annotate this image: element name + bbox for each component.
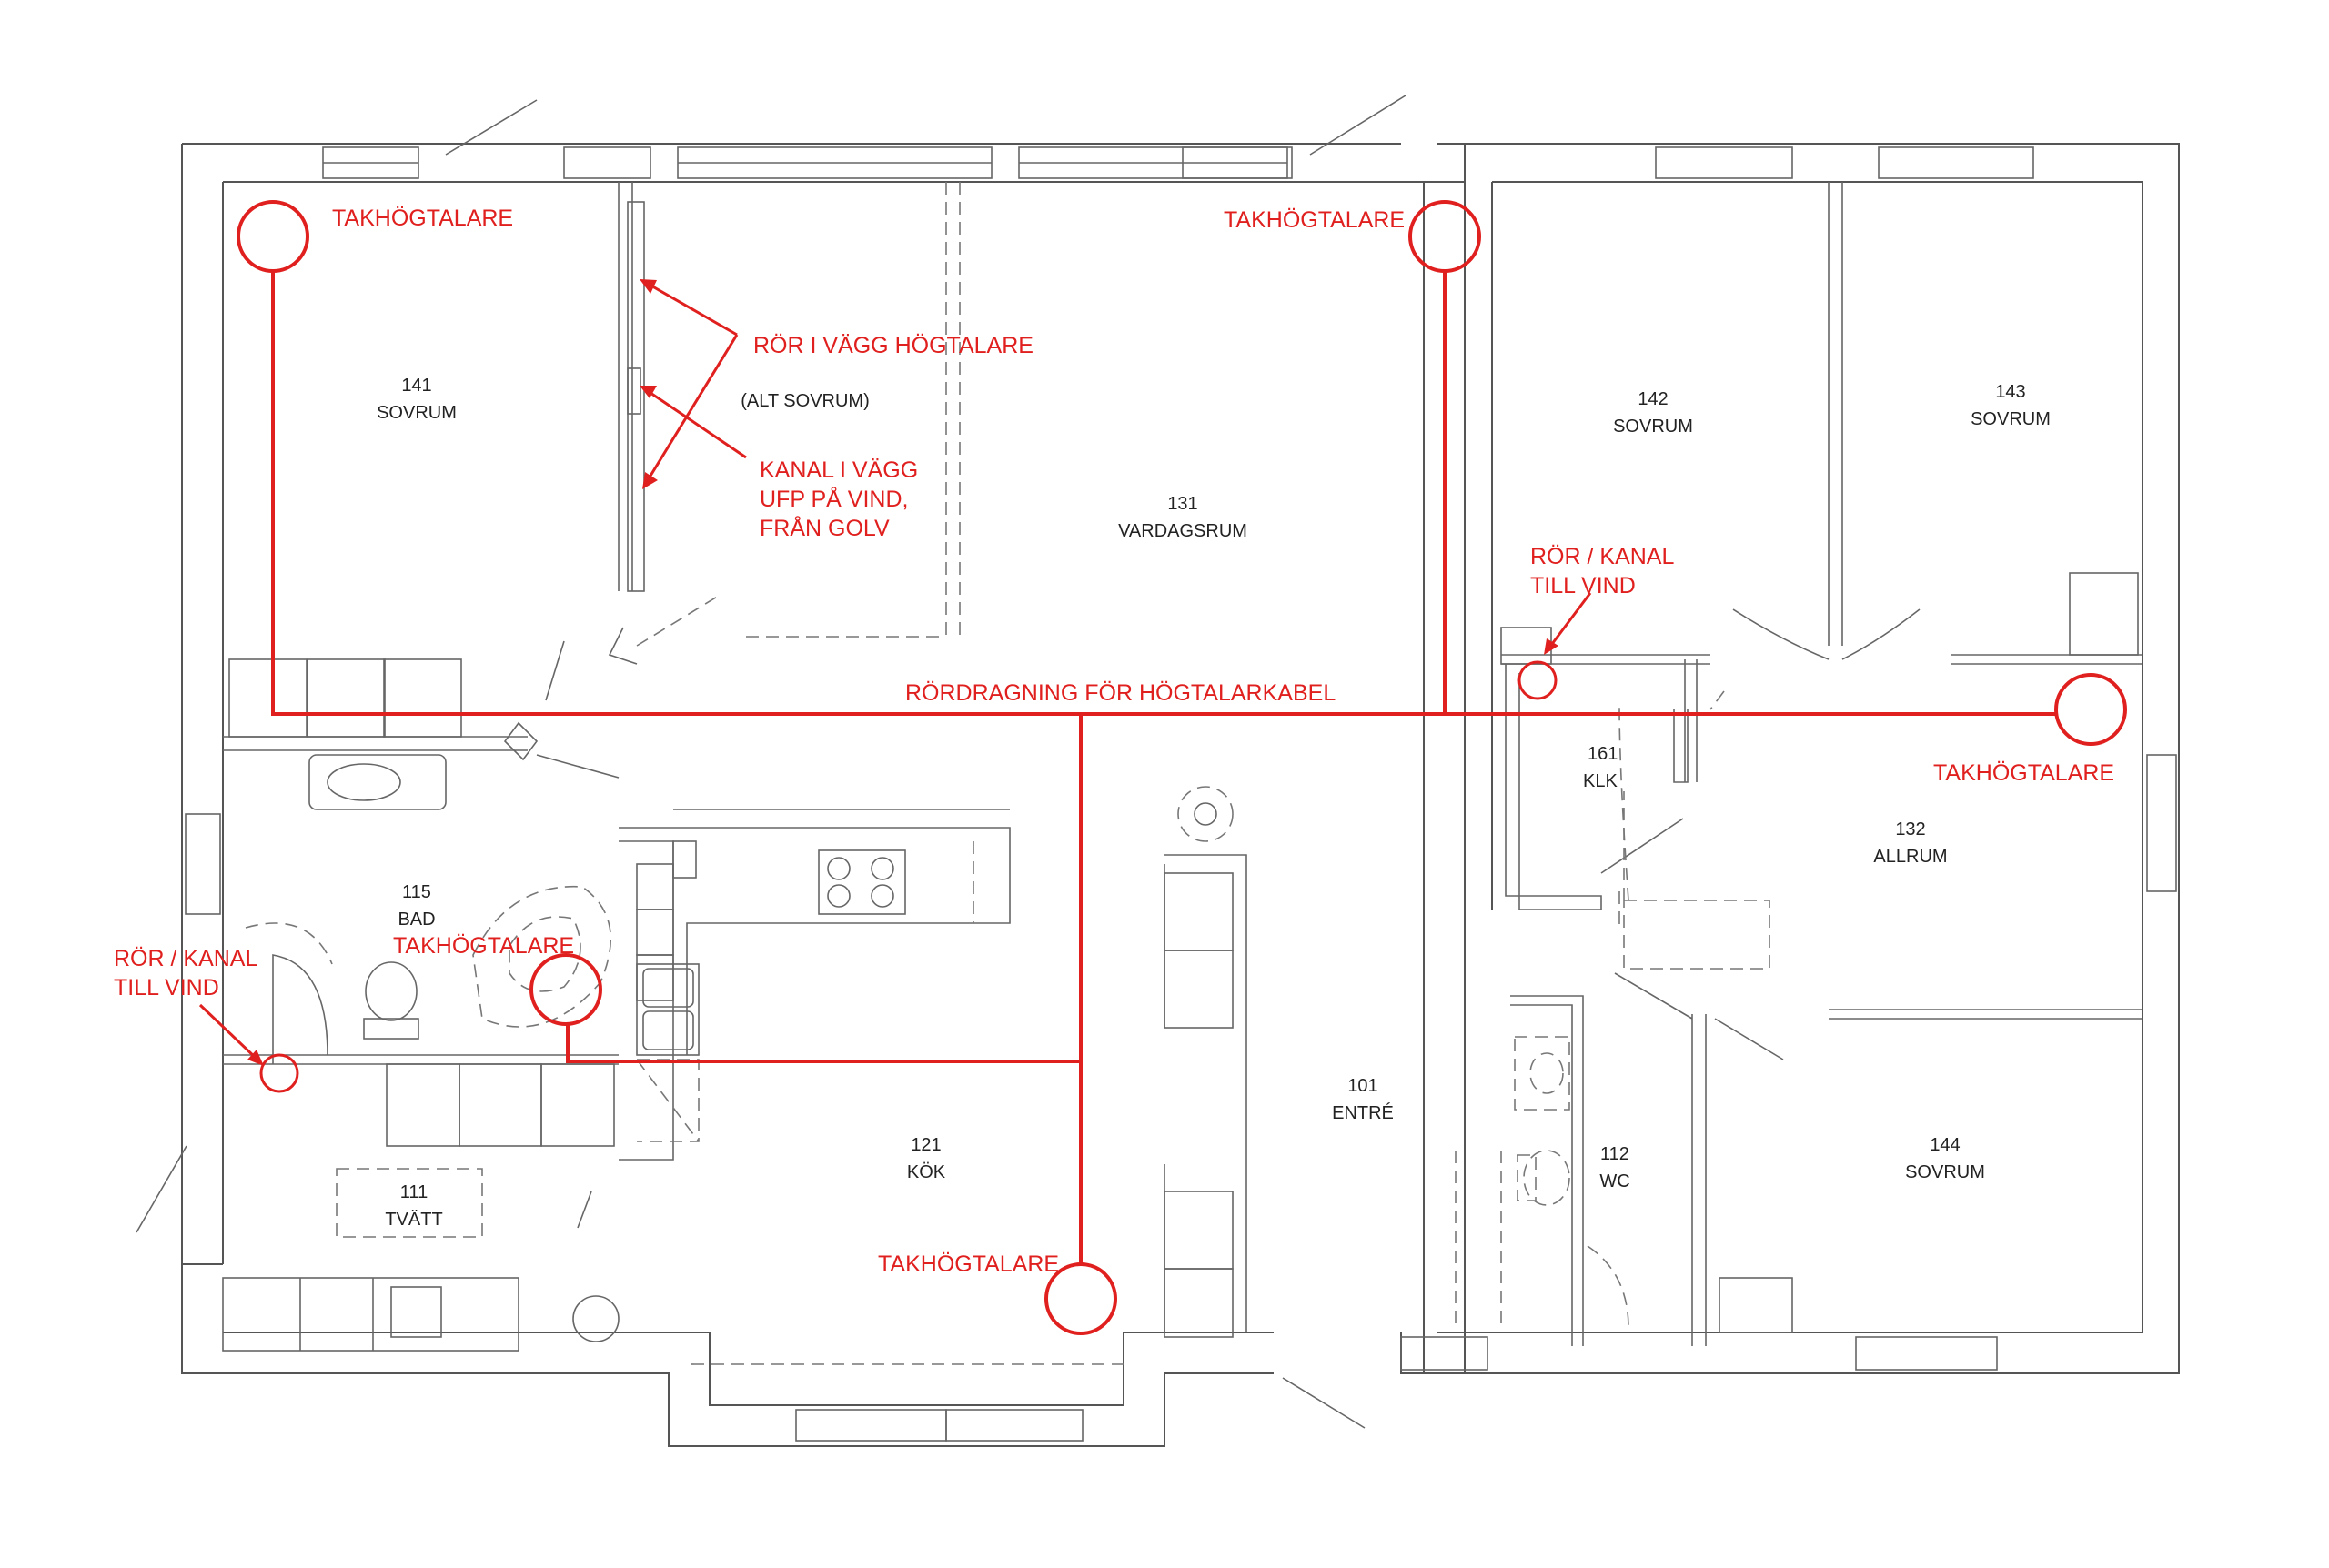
fixtures-right-unit bbox=[1455, 572, 2139, 1333]
label-attic-duct-left-2: TILL VIND bbox=[114, 975, 219, 1000]
arrow-attic-duct-right bbox=[1544, 592, 1592, 655]
label-wall-pipe: RÖR I VÄGG HÖGTALARE bbox=[753, 333, 1033, 358]
attic-duct-marker-right bbox=[1517, 660, 1558, 700]
room-161-name: KLK bbox=[1583, 771, 1618, 791]
room-141-number: 141 bbox=[401, 376, 431, 396]
room-142-number: 142 bbox=[1638, 389, 1668, 409]
fixtures-left-unit bbox=[222, 182, 1247, 1365]
walls-left-unit bbox=[136, 95, 1466, 1447]
label-wall-duct-2: UFP PÅ VIND, bbox=[760, 485, 908, 512]
room-131-name: VARDAGSRUM bbox=[1118, 521, 1247, 541]
room-144-name: SOVRUM bbox=[1905, 1162, 1985, 1182]
label-speaker-141: TAKHÖGTALARE bbox=[332, 206, 513, 231]
cable-route-trunk bbox=[566, 714, 1083, 1063]
label-wall-duct-1: KANAL I VÄGG bbox=[760, 457, 918, 483]
room-labels: 141 SOVRUM (ALT SOVRUM) 131 VARDAGSRUM 1… bbox=[377, 376, 2051, 1230]
arrow-wall-pipe bbox=[640, 279, 739, 489]
arrow-attic-duct-left bbox=[198, 1003, 264, 1066]
room-131-number: 131 bbox=[1167, 494, 1197, 514]
room-142-name: SOVRUM bbox=[1613, 417, 1693, 437]
label-speaker-131: TAKHÖGTALARE bbox=[1224, 207, 1405, 233]
label-speaker-121: TAKHÖGTALARE bbox=[878, 1251, 1059, 1277]
room-115-name: BAD bbox=[398, 910, 435, 930]
label-attic-duct-right-1: RÖR / KANAL bbox=[1530, 544, 1674, 569]
room-112-name: WC bbox=[1599, 1171, 1629, 1191]
room-111-number: 111 bbox=[400, 1182, 428, 1202]
label-wall-duct-3: FRÅN GOLV bbox=[760, 514, 890, 541]
label-speaker-132: TAKHÖGTALARE bbox=[1933, 760, 2114, 786]
room-143-name: SOVRUM bbox=[1971, 409, 2051, 429]
room-132-name: ALLRUM bbox=[1873, 847, 1947, 867]
speaker-annotations: TAKHÖGTALARE TAKHÖGTALARE TAKHÖGTALARE T… bbox=[114, 200, 2127, 1335]
room-101-name: ENTRÉ bbox=[1332, 1102, 1394, 1123]
arrow-wall-duct bbox=[640, 386, 747, 459]
ceiling-speaker-141 bbox=[237, 200, 309, 273]
ceiling-speaker-132 bbox=[2054, 673, 2127, 746]
room-112-number: 112 bbox=[1600, 1144, 1629, 1164]
room-161-number: 161 bbox=[1588, 744, 1618, 764]
room-143-number: 143 bbox=[1995, 382, 2025, 402]
room-132-number: 132 bbox=[1895, 819, 1925, 839]
label-attic-duct-right-2: TILL VIND bbox=[1530, 573, 1636, 598]
room-101-number: 101 bbox=[1347, 1076, 1377, 1096]
cable-route-main bbox=[271, 271, 1447, 716]
room-121-number: 121 bbox=[911, 1135, 941, 1155]
label-cable-route: RÖRDRAGNING FÖR HÖGTALARKABEL bbox=[905, 680, 1336, 706]
label-speaker-115: TAKHÖGTALARE bbox=[393, 933, 574, 959]
room-111-name: TVÄTT bbox=[385, 1210, 442, 1230]
room-121-name: KÖK bbox=[907, 1162, 946, 1182]
label-attic-duct-left-1: RÖR / KANAL bbox=[114, 946, 257, 971]
room-141-name: SOVRUM bbox=[377, 403, 457, 423]
walls-right-unit bbox=[1400, 143, 2180, 1374]
attic-duct-marker-left bbox=[259, 1053, 299, 1093]
ceiling-speaker-131 bbox=[1408, 200, 1481, 273]
room-144-number: 144 bbox=[1930, 1135, 1960, 1155]
room-115-number: 115 bbox=[402, 882, 431, 902]
room-131-alt: (ALT SOVRUM) bbox=[741, 391, 870, 411]
